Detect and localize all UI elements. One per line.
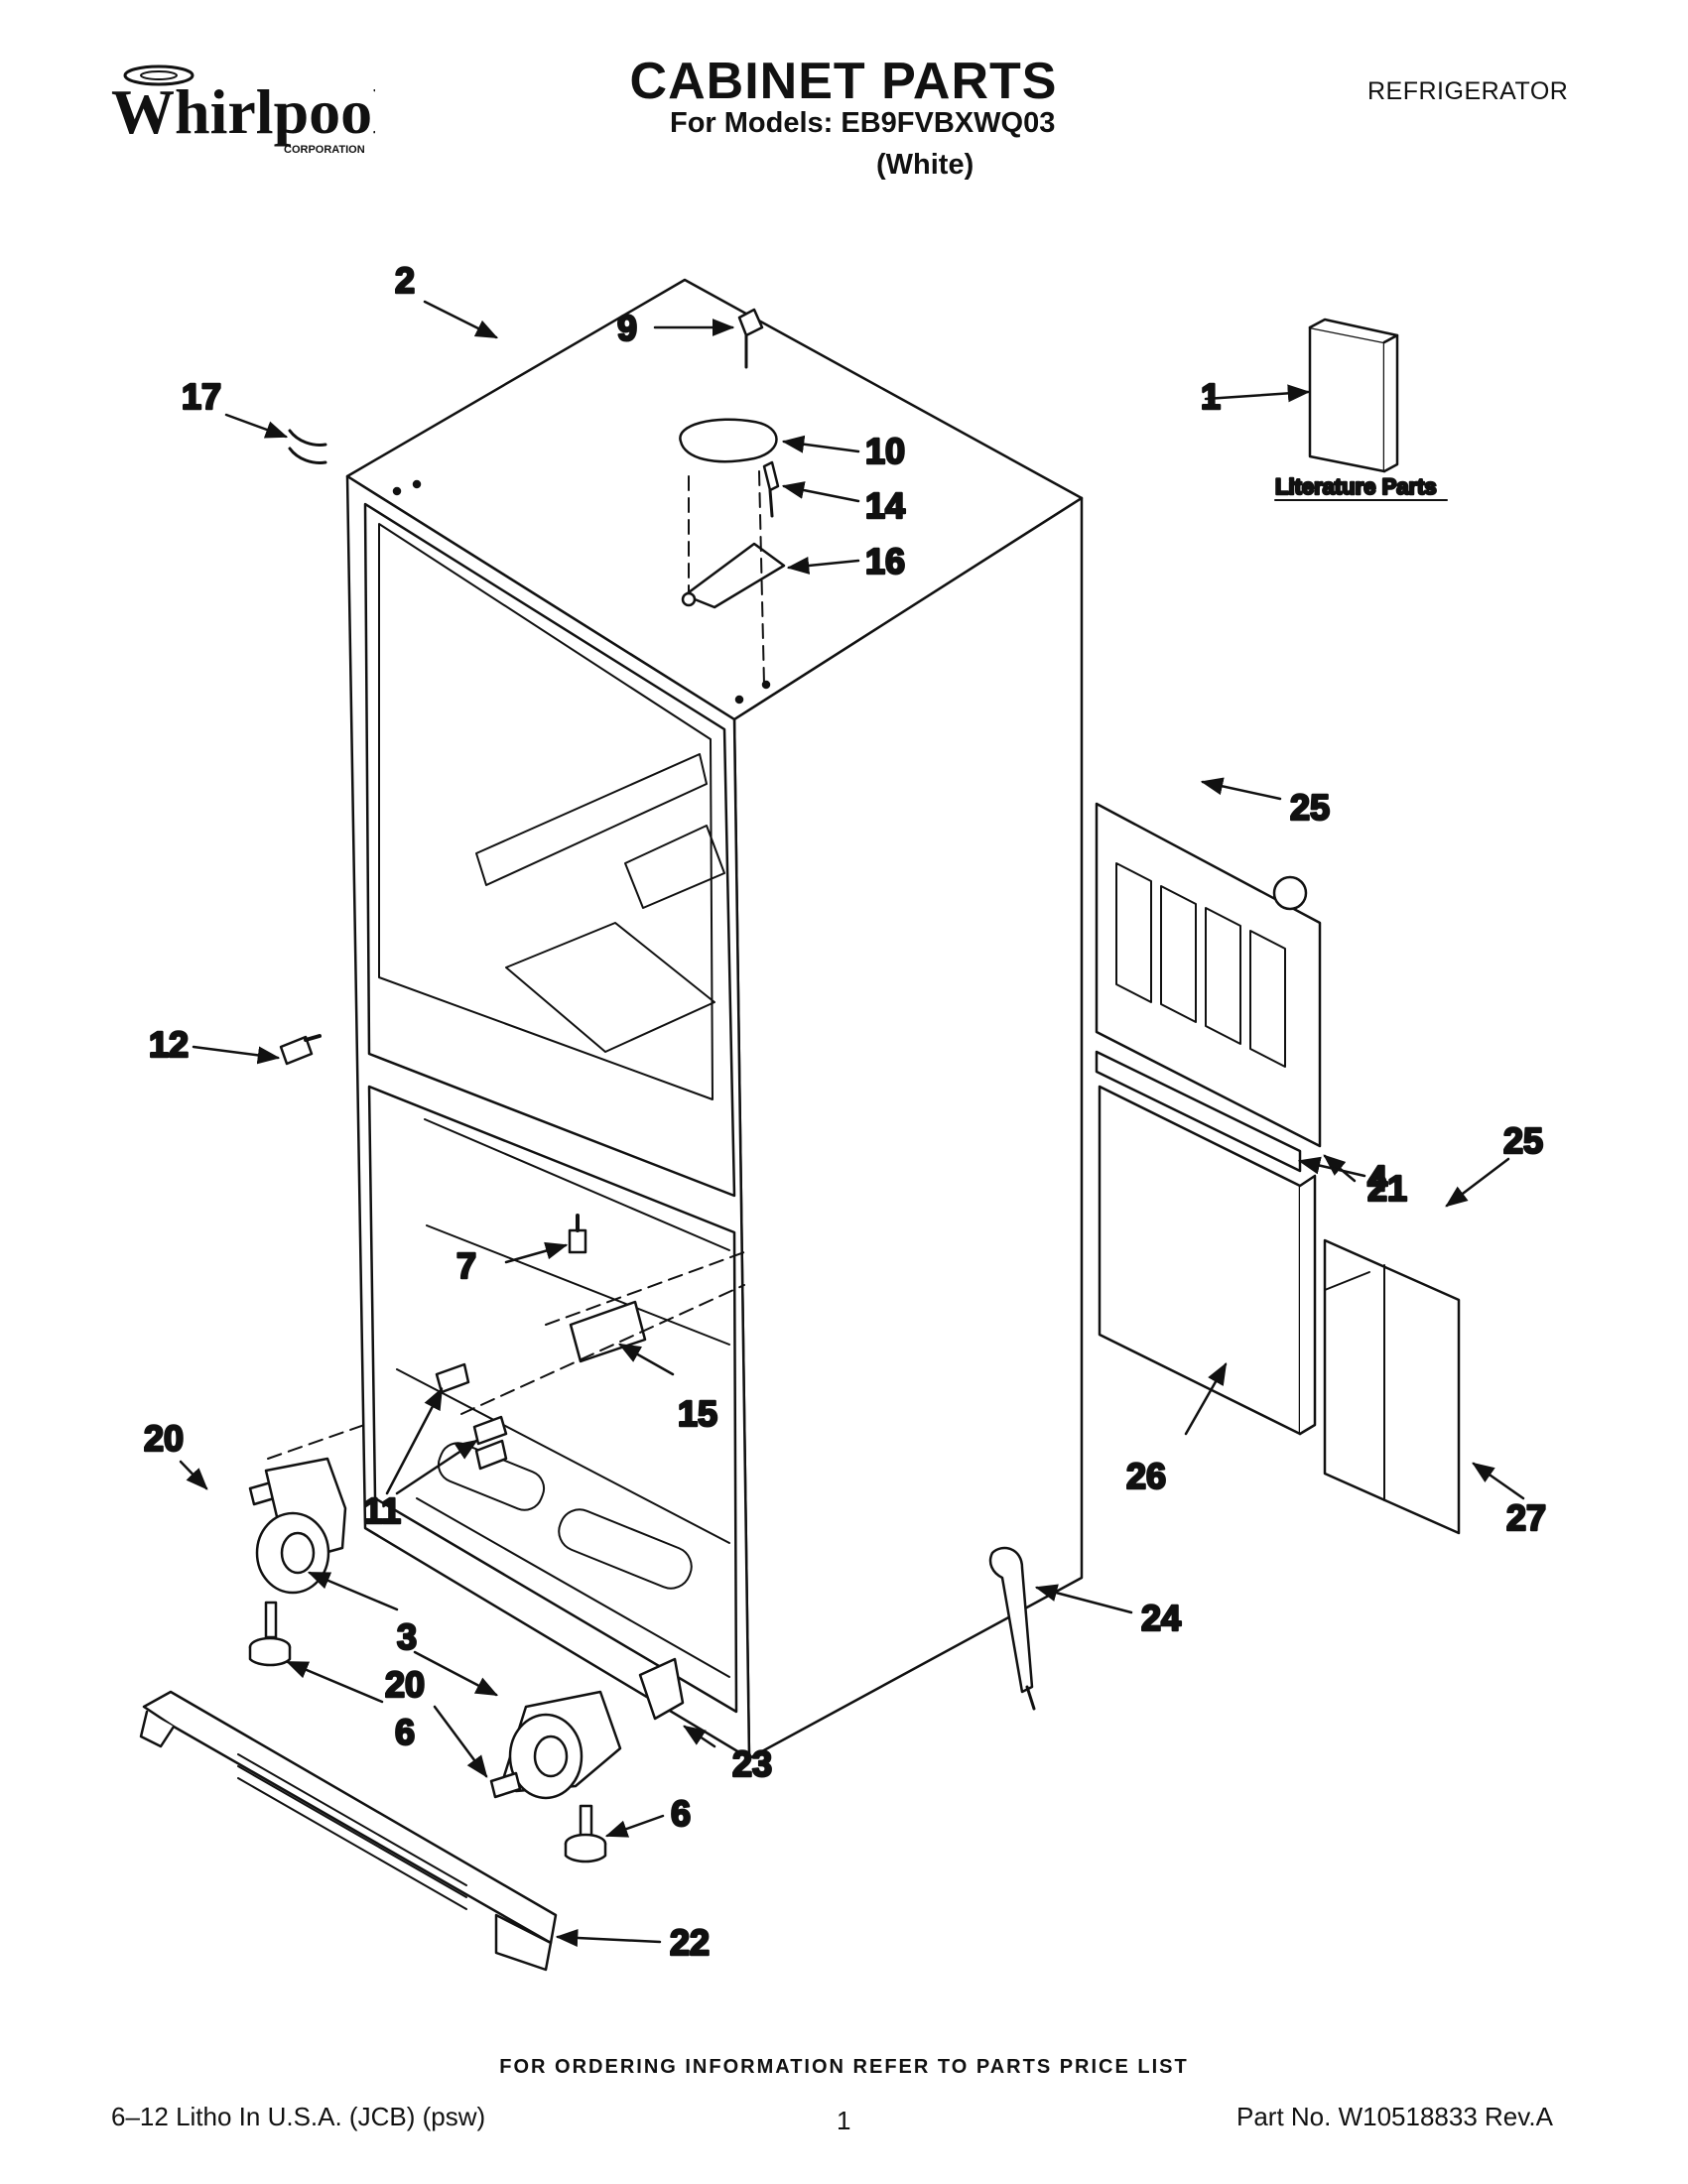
cabinet-body xyxy=(345,278,1084,1760)
power-cord xyxy=(988,1546,1036,1711)
callout-20-bottom: 20 xyxy=(385,1664,425,1705)
callout-20-left: 20 xyxy=(144,1418,184,1459)
model-line: For Models: EB9FVBXWQ03 xyxy=(670,107,1056,139)
callout-22: 22 xyxy=(670,1922,710,1963)
page-number: 1 xyxy=(837,2106,851,2135)
ordering-note: FOR ORDERING INFORMATION REFER TO PARTS … xyxy=(499,2056,1189,2078)
callout-9: 9 xyxy=(617,308,637,348)
logo-swirl-inner xyxy=(140,70,178,80)
page-title: CABINET PARTS xyxy=(629,53,1058,110)
callout-27: 27 xyxy=(1506,1497,1546,1538)
callout-2: 2 xyxy=(395,260,415,301)
callout-25-top: 25 xyxy=(1290,787,1330,828)
part-number: Part No. W10518833 Rev.A xyxy=(1236,2102,1553,2131)
appliance-category: REFRIGERATOR xyxy=(1367,77,1569,105)
litho-info: 6–12 Litho In U.S.A. (JCB) (psw) xyxy=(111,2102,486,2131)
callout-leaders xyxy=(179,300,1525,1947)
base-grille xyxy=(139,1690,558,1972)
callout-21: 21 xyxy=(1367,1168,1407,1209)
callout-12: 12 xyxy=(149,1024,189,1065)
callout-7: 7 xyxy=(456,1245,476,1286)
callout-3: 3 xyxy=(397,1616,417,1657)
callout-14: 14 xyxy=(865,485,905,526)
literature-label: Literature Parts xyxy=(1275,474,1437,499)
callout-26: 26 xyxy=(1126,1456,1166,1496)
callout-25-right: 25 xyxy=(1503,1120,1543,1161)
literature-booklet xyxy=(1308,318,1399,473)
brand-tagline: CORPORATION xyxy=(284,144,365,156)
callout-4-final: 4 xyxy=(1367,1158,1387,1199)
callout-6-right: 6 xyxy=(671,1793,691,1834)
callout-23: 23 xyxy=(732,1743,772,1784)
misc-small-parts xyxy=(267,429,745,1471)
callout-1: 1 xyxy=(1201,376,1221,417)
whirlpool-logo: Whirlpool CORPORATION xyxy=(111,64,375,156)
callout-10: 10 xyxy=(865,431,905,471)
model-color: (White) xyxy=(876,149,974,181)
logo-swirl xyxy=(123,64,195,86)
roller-and-feet-assemblies xyxy=(248,1457,685,1863)
callout-11: 11 xyxy=(363,1490,401,1531)
callout-15: 15 xyxy=(678,1393,717,1434)
callout-17: 17 xyxy=(182,376,221,417)
callout-24: 24 xyxy=(1141,1598,1181,1638)
machine-compartment-cover xyxy=(1095,802,1461,1535)
callout-16: 16 xyxy=(865,541,905,581)
brand-name: Whirlpool xyxy=(111,76,375,147)
callout-6-left: 6 xyxy=(395,1712,415,1752)
callout-numbers: 2 9 1 17 10 14 16 25 12 21 25 4 7 4 15 2… xyxy=(143,259,1548,1965)
top-hinge-assembly xyxy=(679,308,786,686)
